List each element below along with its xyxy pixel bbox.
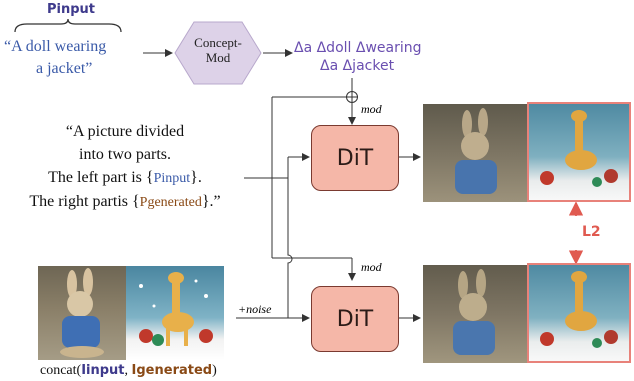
iinput-token: Iinput: [81, 363, 125, 378]
rabbit-doll-icon: [60, 268, 104, 358]
template-line-3-suffix: }.: [190, 169, 202, 186]
dit-block-bottom: DiT: [311, 286, 399, 352]
pinput-label: Pinput: [47, 2, 96, 17]
concat-suffix: ): [212, 363, 217, 378]
giraffe-illustration-icon: [139, 272, 213, 346]
template-line-3-prefix: The left part is {: [48, 169, 154, 186]
delta-prompt-line-1: Δa Δdoll Δwearing: [294, 40, 422, 56]
template-line-4-prefix: The right partis {: [29, 193, 140, 210]
mod-label-top: mod: [361, 102, 382, 116]
bottom-output-right-image: [527, 263, 631, 363]
concat-prefix: concat(: [40, 363, 82, 378]
template-line-4-suffix: }.”: [201, 193, 221, 210]
concept-mod-hexagon: [174, 21, 262, 85]
mod-label-bottom: mod: [361, 260, 382, 274]
top-output-right-image: [527, 102, 631, 202]
concat-sep: ,: [124, 363, 132, 378]
noisy-doll-icon: [455, 108, 497, 194]
concat-caption: concat(Iinput, Igenerated): [40, 363, 217, 379]
template-line-3: The left part is {Pinput}.: [0, 166, 250, 190]
prompt-line-2: a jacket”: [36, 60, 93, 77]
noisy-doll-icon-2: [453, 269, 495, 355]
template-line-1: “A picture divided: [65, 123, 185, 140]
giraffe-output-icon-2: [540, 271, 618, 348]
pgenerated-token: Pgenerated: [139, 195, 202, 210]
l2-loss-label: L2: [582, 224, 601, 240]
bottom-output-left-image: [423, 265, 527, 363]
prompt-line-1: “A doll wearing: [4, 38, 107, 55]
delta-prompt-line-2: Δa Δjacket: [320, 58, 395, 74]
template-line-4: The right partis {Pgenerated}.”: [0, 190, 250, 214]
template-prompt: “A picture divided into two parts. The l…: [0, 120, 250, 214]
template-line-2: into two parts.: [79, 146, 171, 163]
dit-block-top: DiT: [311, 125, 399, 191]
igenerated-token: Igenerated: [131, 363, 213, 378]
brace-icon: [14, 18, 122, 33]
pinput-token: Pinput: [153, 171, 191, 186]
generated-giraffe-image: [126, 266, 224, 360]
concept-mod-line-2: Mod: [205, 50, 231, 65]
giraffe-output-icon: [540, 110, 618, 187]
concept-mod-line-1: Concept-: [194, 35, 242, 50]
concept-mod-label: Concept- Mod: [174, 35, 262, 65]
top-output-left-image: [423, 104, 527, 202]
noise-label: +noise: [238, 302, 272, 316]
input-doll-image: [38, 266, 126, 360]
